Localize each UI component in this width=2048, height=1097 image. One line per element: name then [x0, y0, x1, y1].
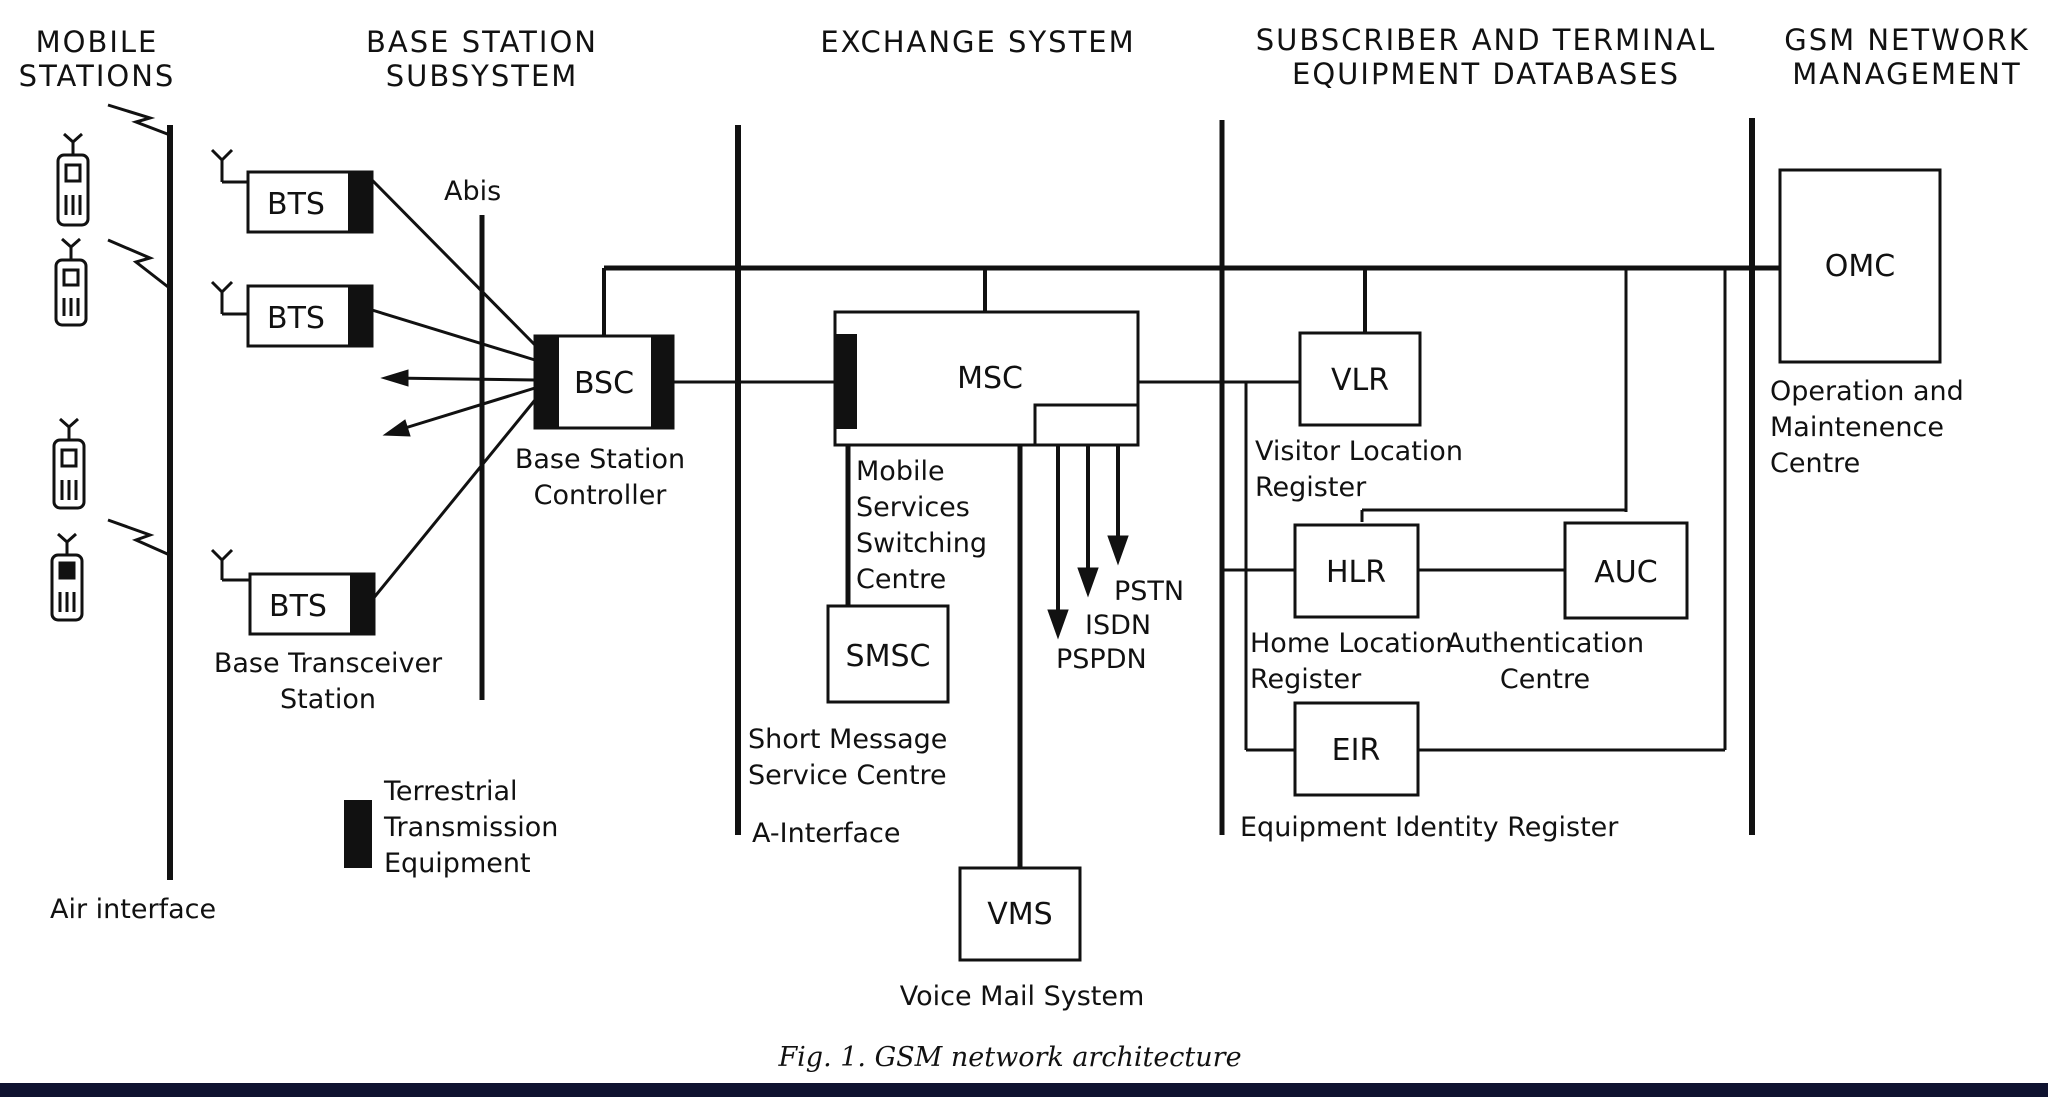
- bts-label: BTS: [269, 589, 327, 624]
- vlr-label: VLR: [1331, 363, 1389, 398]
- radio-link-icon: [107, 238, 173, 292]
- bottom-bar: [0, 1083, 2048, 1097]
- vms-box: [958, 866, 1082, 962]
- smsc-label: SMSC: [846, 639, 931, 674]
- vlr-box: [1298, 331, 1422, 427]
- antenna-icon: [210, 548, 250, 582]
- figure-caption: Fig. 1. GSM network architecture: [777, 1042, 1241, 1073]
- vms-description: Voice Mail System: [900, 981, 1145, 1012]
- a-interface-label: A-Interface: [752, 818, 901, 849]
- msc-box: [833, 310, 1140, 447]
- msc-label: MSC: [957, 361, 1023, 396]
- tte-legend-swatch: [344, 800, 372, 868]
- auc-box: [1563, 521, 1689, 620]
- mobile-phone-icon: [52, 417, 86, 510]
- bsc-label: BSC: [574, 366, 634, 401]
- eir-label: EIR: [1332, 733, 1381, 768]
- omc-label: OMC: [1825, 249, 1895, 284]
- bts-box: [246, 170, 374, 234]
- vms-label: VMS: [987, 897, 1052, 932]
- omc-box: [1778, 168, 1942, 364]
- air-interface-label: Air interface: [50, 894, 216, 925]
- bsc-box: [533, 334, 675, 430]
- eir-description: Equipment Identity Register: [1240, 812, 1619, 843]
- bts-label: BTS: [267, 187, 325, 222]
- mobile-phone-icon: [56, 132, 90, 227]
- antenna-icon: [210, 280, 248, 316]
- radio-link-icon: [107, 103, 171, 137]
- bts-box: [248, 572, 376, 636]
- abis-label: Abis: [444, 176, 501, 207]
- mobile-phone-icon: [50, 532, 84, 622]
- pstn-label: PSTN: [1114, 576, 1184, 607]
- auc-label: AUC: [1594, 555, 1657, 590]
- isdn-label: ISDN: [1085, 610, 1151, 641]
- radio-link-icon: [107, 518, 173, 558]
- bts-label: BTS: [267, 301, 325, 336]
- smsc-box: [826, 604, 950, 704]
- header-exchange-system: EXCHANGE SYSTEM: [820, 25, 1135, 59]
- pspdn-label: PSPDN: [1056, 644, 1147, 675]
- mobile-phone-icon: [54, 237, 88, 327]
- hlr-box: [1293, 523, 1420, 619]
- hlr-label: HLR: [1326, 555, 1386, 590]
- antenna-icon: [210, 148, 248, 184]
- eir-box: [1293, 701, 1420, 797]
- bts-box: [246, 284, 374, 348]
